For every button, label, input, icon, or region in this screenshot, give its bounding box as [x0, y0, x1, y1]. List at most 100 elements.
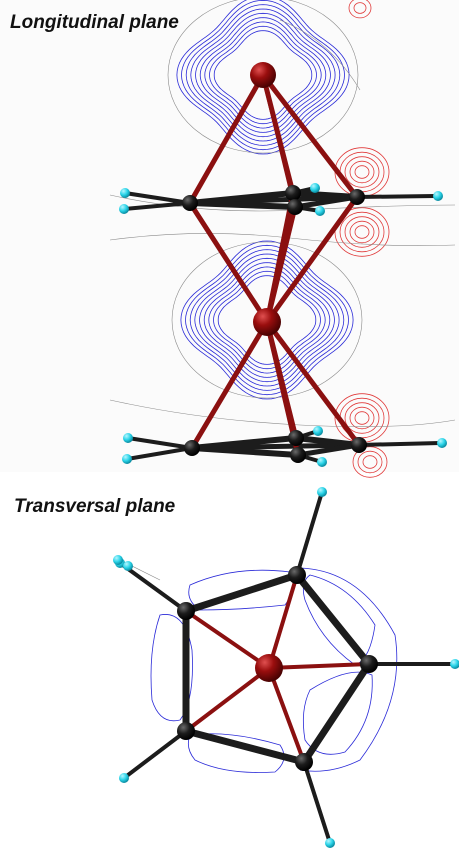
lower-metal-blue-contour	[203, 262, 331, 378]
gray-contour-line	[109, 399, 456, 427]
metal-c-bond	[267, 662, 371, 670]
upper-metal-blue-contour	[209, 25, 317, 125]
red-contour	[344, 156, 380, 188]
transversal-plane-title: Transversal plane	[14, 496, 176, 517]
red-contour	[339, 211, 385, 253]
gray-contour-line	[279, 19, 361, 91]
c-h-bond	[122, 729, 188, 780]
metal-c-bond	[260, 72, 360, 200]
upper-metal-blue-contour	[181, 0, 345, 151]
hydrogen-atom	[433, 191, 443, 201]
hydrogen-atom	[315, 206, 325, 216]
metal-c-bond	[184, 609, 271, 670]
red-contour	[354, 165, 370, 179]
hydrogen-atom	[120, 188, 130, 198]
transversal-blue-contour	[302, 574, 376, 666]
carbon-atom	[287, 199, 303, 215]
longitudinal-plane-title: Longitudinal plane	[10, 12, 179, 33]
hydrogen-atom	[313, 426, 323, 436]
metal-c-bond	[187, 72, 266, 206]
c-c-bond	[187, 200, 298, 210]
hydrogen-atom	[119, 773, 129, 783]
c-h-bond	[125, 446, 194, 461]
carbon-atom	[295, 753, 313, 771]
transversal-blue-contour	[302, 671, 373, 755]
c-c-bond	[292, 194, 360, 210]
lower-metal-blue-contour	[194, 253, 340, 387]
c-h-bond	[302, 760, 332, 845]
metal-atom	[253, 308, 281, 336]
upper-metal-blue-contour	[176, 0, 350, 155]
carbon-atom	[285, 185, 301, 201]
c-c-bond	[189, 445, 301, 458]
red-contour	[344, 216, 380, 248]
lower-metal-blue-contour	[180, 240, 354, 400]
hydrogen-atom	[123, 433, 133, 443]
hydrogen-atom	[122, 454, 132, 464]
c-c-bond	[300, 660, 373, 766]
red-contour	[357, 450, 383, 474]
hydrogen-atom	[317, 487, 327, 497]
metal-atom	[250, 62, 276, 88]
red-contour	[354, 225, 370, 239]
metal-atom	[255, 654, 283, 682]
c-c-bond	[182, 571, 301, 615]
carbon-atom	[288, 566, 306, 584]
red-contour	[354, 411, 370, 425]
hydrogen-atom	[325, 838, 335, 848]
red-contour	[334, 207, 390, 257]
carbon-atom	[184, 440, 200, 456]
red-contour	[353, 2, 367, 14]
hydrogen-atom	[123, 561, 133, 571]
c-h-bond	[295, 490, 324, 577]
lower-metal-gray-contour	[171, 241, 363, 399]
lower-metal-blue-contour	[185, 244, 349, 396]
metal-c-bond	[189, 319, 270, 451]
hydrogen-atom	[450, 659, 459, 669]
lower-metal-blue-contour	[189, 249, 345, 391]
carbon-atom	[360, 655, 378, 673]
red-contour	[349, 220, 375, 244]
upper-metal-blue-contour	[185, 4, 341, 146]
hydrogen-atom	[310, 183, 320, 193]
metal-c-bond	[184, 666, 271, 733]
c-h-bond	[118, 561, 188, 613]
c-h-bond	[357, 441, 442, 447]
c-h-bond	[122, 201, 192, 211]
metal-c-bond	[264, 194, 360, 325]
transversal-blue-contour	[187, 733, 285, 773]
c-c-bond	[293, 571, 373, 668]
red-contour	[334, 147, 390, 197]
upper-metal-blue-contour	[195, 12, 331, 138]
upper-metal-blue-contour	[204, 21, 322, 129]
c-c-bond	[293, 435, 362, 448]
carbon-atom	[351, 437, 367, 453]
red-contour	[348, 0, 372, 19]
upper-metal-blue-contour	[199, 17, 327, 133]
upper-metal-blue-contour	[213, 30, 313, 120]
hydrogen-atom	[437, 438, 447, 448]
metal-c-bond	[264, 204, 298, 325]
c-h-bond	[355, 194, 437, 199]
metal-c-bond	[261, 73, 297, 209]
carbon-atom	[177, 602, 195, 620]
metal-c-bond	[187, 200, 270, 325]
red-contour	[349, 160, 375, 184]
metal-c-bond	[264, 319, 362, 448]
carbon-atom	[290, 447, 306, 463]
c-h-bond	[126, 436, 194, 450]
c-c-bond	[182, 727, 308, 766]
hydrogen-atom	[113, 555, 123, 565]
hydrogen-atom	[119, 204, 129, 214]
upper-metal-gray-contour	[167, 0, 359, 154]
carbon-atom	[288, 430, 304, 446]
lower-metal-blue-contour	[199, 257, 335, 383]
c-h-bond	[123, 191, 192, 205]
carbon-atom	[177, 722, 195, 740]
c-c-bond	[295, 442, 362, 458]
red-contour	[362, 455, 378, 469]
hydrogen-atom	[317, 457, 327, 467]
metal-c-bond	[267, 573, 299, 670]
red-contour	[334, 393, 390, 443]
